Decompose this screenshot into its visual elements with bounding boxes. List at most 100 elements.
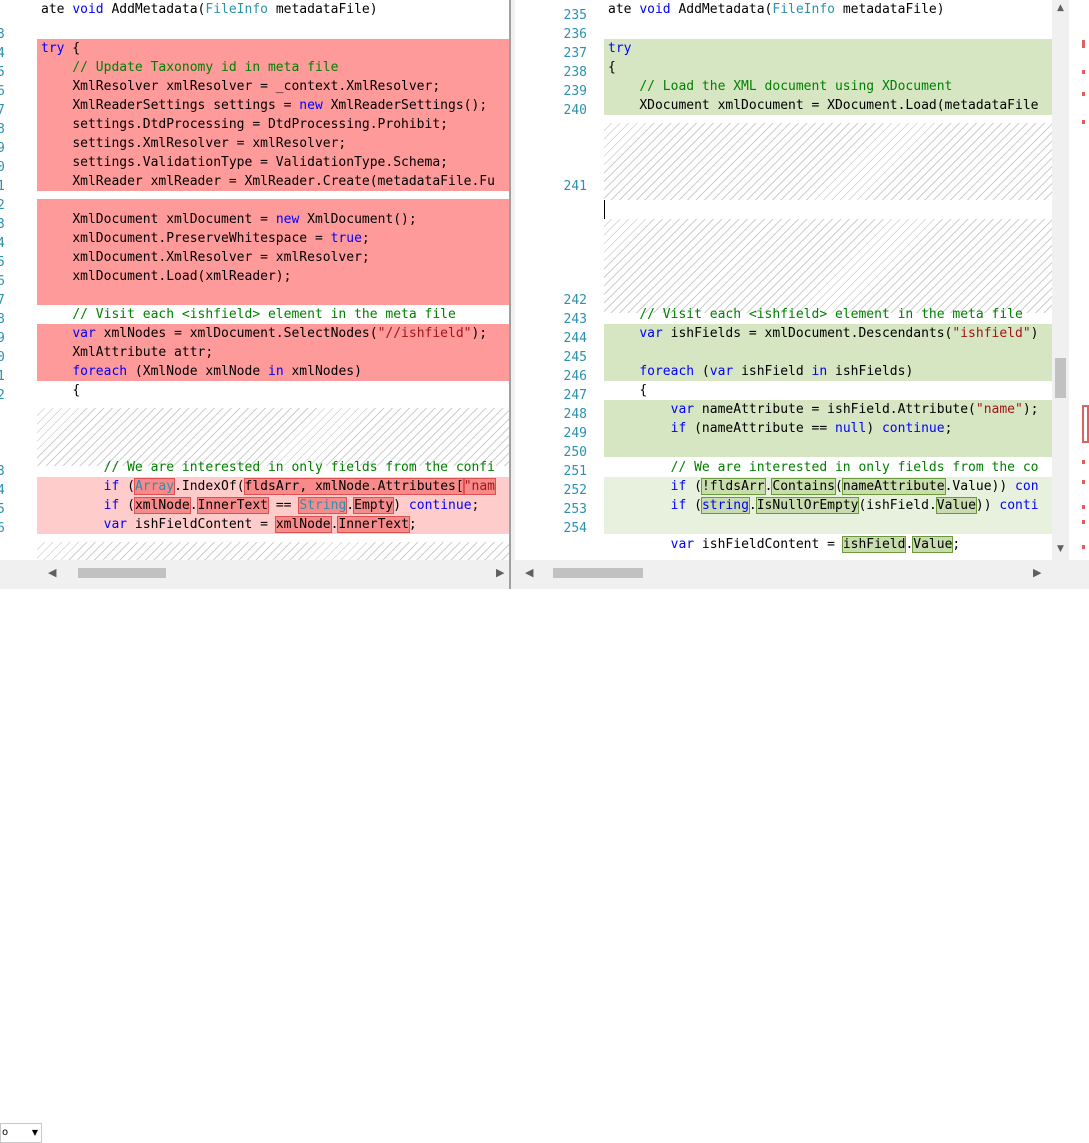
code-line[interactable]: var xmlNodes = xmlDocument.SelectNodes("… (37, 324, 509, 343)
hatch-placeholder (37, 542, 509, 560)
vertical-scrollbar[interactable]: ▲ ▼ (1052, 0, 1069, 560)
code-token: ; (361, 231, 370, 246)
code-token: == (268, 498, 300, 513)
line-number (527, 141, 587, 160)
code-line[interactable]: ate void AddMetadata(FileInfo metadataFi… (604, 0, 1052, 19)
scroll-up-arrow-icon[interactable]: ▲ (1057, 3, 1064, 13)
code-line[interactable]: settings.XmlResolver = xmlResolver; (37, 134, 509, 153)
code-line[interactable]: // Load the XML document using XDocument (604, 77, 1052, 96)
left-code-area[interactable]: ate void AddMetadata(FileInfo metadataFi… (37, 0, 509, 560)
code-line[interactable]: var nameAttribute = ishField.Attribute("… (604, 400, 1052, 419)
code-token: "name" (975, 402, 1023, 417)
code-line[interactable] (604, 438, 1052, 457)
code-line[interactable]: // Visit each <ishfield> element in the … (604, 305, 1052, 324)
code-line[interactable]: if (nameAttribute == null) continue; (604, 419, 1052, 438)
code-line[interactable]: // Visit each <ishfield> element in the … (37, 305, 509, 324)
code-line[interactable]: XmlAttribute attr; (37, 343, 509, 362)
code-line[interactable] (37, 191, 509, 210)
code-line[interactable]: foreach (XmlNode xmlNode in xmlNodes) (37, 362, 509, 381)
code-line-content: XmlReader xmlReader = XmlReader.Create(m… (37, 174, 495, 189)
code-line[interactable]: { (604, 381, 1052, 400)
left-horizontal-scrollbar[interactable]: o ▼ ◀ ▶ (0, 560, 509, 1143)
code-line-content: ate void AddMetadata(FileInfo metadataFi… (37, 2, 378, 17)
code-line[interactable]: { (604, 58, 1052, 77)
code-line[interactable]: { (37, 381, 509, 400)
line-number: 248 (563, 407, 587, 422)
code-token: (XmlNode xmlNode (127, 364, 268, 379)
code-line[interactable]: foreach (var ishField in ishFields) (604, 362, 1052, 381)
right-horizontal-scroll-thumb[interactable] (553, 568, 643, 578)
code-token: { (608, 60, 616, 75)
code-token: AddMetadata( (111, 2, 206, 17)
code-line[interactable] (604, 343, 1052, 362)
scroll-left-arrow-icon[interactable]: ◀ (525, 566, 534, 579)
code-line-content: { (37, 383, 80, 398)
code-line[interactable]: if (!fldsArr.Contains(nameAttribute.Valu… (604, 477, 1052, 496)
code-line[interactable] (37, 286, 509, 305)
code-token: XmlReader xmlReader = XmlReader.Create(m… (72, 174, 495, 189)
right-line-numbers: 2342352362372382392402412422432442452462… (515, 0, 603, 560)
line-number: 239 (563, 84, 587, 99)
line-number: 3 (0, 27, 5, 42)
code-token: ( (119, 498, 135, 513)
code-line-content: XmlReaderSettings settings = new XmlRead… (37, 98, 487, 113)
code-line[interactable]: try (604, 39, 1052, 58)
pane-splitter[interactable] (509, 0, 515, 589)
code-token: ) (866, 421, 882, 436)
left-diff-pane[interactable]: 0345678901234567890123456 ate void AddMe… (0, 0, 509, 560)
code-line[interactable]: // We are interested in only fields from… (37, 458, 509, 477)
code-line[interactable]: XmlResolver xmlResolver = _context.XmlRe… (37, 77, 509, 96)
code-token: string (700, 497, 750, 514)
code-line-content (37, 288, 72, 303)
code-line[interactable]: xmlDocument.PreserveWhitespace = true; (37, 229, 509, 248)
zoom-combo[interactable]: o ▼ (0, 1123, 42, 1143)
code-line[interactable]: ate void AddMetadata(FileInfo metadataFi… (37, 0, 509, 19)
code-token: var (639, 326, 663, 341)
code-line[interactable]: XDocument xmlDocument = XDocument.Load(m… (604, 96, 1052, 115)
code-line[interactable]: var ishFieldContent = ishField.Value; (604, 535, 1052, 554)
code-line[interactable]: XmlReaderSettings settings = new XmlRead… (37, 96, 509, 115)
diff-overview-margin[interactable] (1069, 0, 1089, 560)
line-number: 8 (0, 312, 5, 327)
line-number: 252 (563, 483, 587, 498)
code-line[interactable]: XmlDocument xmlDocument = new XmlDocumen… (37, 210, 509, 229)
line-number: 251 (563, 464, 587, 479)
right-horizontal-scrollbar[interactable]: ◀ ▶ (515, 560, 1089, 589)
code-line[interactable]: // Update Taxonomy id in meta file (37, 58, 509, 77)
code-line[interactable]: xmlDocument.XmlResolver = xmlResolver; (37, 248, 509, 267)
vertical-scroll-thumb[interactable] (1055, 358, 1066, 398)
code-line[interactable]: if (xmlNode.InnerText == String.Empty) c… (37, 496, 509, 515)
right-diff-pane[interactable]: 2342352362372382392402412422432442452462… (515, 0, 1052, 560)
code-line[interactable]: settings.DtdProcessing = DtdProcessing.P… (37, 115, 509, 134)
code-line-content: XDocument xmlDocument = XDocument.Load(m… (604, 98, 1038, 113)
code-line-content (37, 193, 72, 208)
code-line[interactable]: settings.ValidationType = ValidationType… (37, 153, 509, 172)
code-line-content: if (Array.IndexOf(fldsArr, xmlNode.Attri… (37, 478, 497, 495)
right-code-area[interactable]: ate void AddMetadata(FileInfo metadataFi… (604, 0, 1052, 560)
code-line[interactable]: // We are interested in only fields from… (604, 458, 1052, 477)
code-line[interactable]: var ishFields = xmlDocument.Descendants(… (604, 324, 1052, 343)
scroll-right-arrow-icon[interactable]: ▶ (496, 566, 505, 579)
code-line[interactable]: xmlDocument.Load(xmlReader); (37, 267, 509, 286)
viewport-indicator[interactable] (1082, 405, 1089, 443)
code-line-content: // Load the XML document using XDocument (604, 79, 952, 94)
code-token: "nam (462, 478, 497, 495)
scroll-down-arrow-icon[interactable]: ▼ (1057, 544, 1064, 554)
code-token: // We are interested in only fields from… (670, 460, 1039, 475)
code-line[interactable]: if (string.IsNullOrEmpty(ishField.Value)… (604, 496, 1052, 515)
scroll-right-arrow-icon[interactable]: ▶ (1033, 566, 1042, 579)
code-token: .IndexOf( (174, 479, 245, 494)
scroll-left-arrow-icon[interactable]: ◀ (48, 566, 57, 579)
code-line[interactable]: try { (37, 39, 509, 58)
change-marker (1082, 520, 1085, 524)
code-line[interactable]: if (Array.IndexOf(fldsArr, xmlNode.Attri… (37, 477, 509, 496)
code-line-content: foreach (var ishField in ishFields) (604, 364, 913, 379)
code-token: . (928, 498, 937, 513)
code-line[interactable]: XmlReader xmlReader = XmlReader.Create(m… (37, 172, 509, 191)
code-line-content (604, 440, 671, 455)
code-line[interactable]: var ishFieldContent = xmlNode.InnerText; (37, 515, 509, 534)
code-line[interactable] (604, 515, 1052, 534)
code-token: AddMetadata( (678, 2, 773, 17)
left-horizontal-scroll-thumb[interactable] (78, 568, 166, 578)
code-token: InnerText (196, 497, 270, 514)
